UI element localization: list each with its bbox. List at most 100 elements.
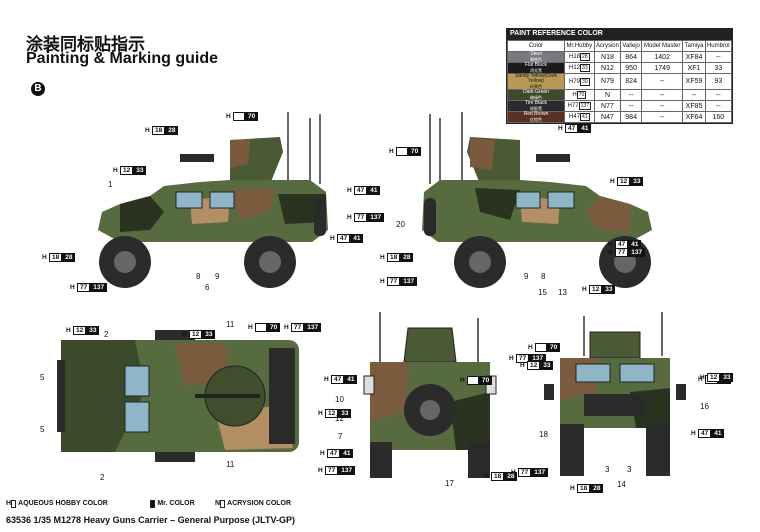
callout-hobby-number: 18: [387, 253, 401, 262]
callout-hobby-number: 47: [331, 375, 345, 384]
mr-color-number: 70: [576, 91, 587, 99]
callout-color-number: 70: [479, 376, 493, 385]
part-number: 7: [338, 432, 343, 441]
color-name: Dark Green: [523, 89, 549, 95]
callout-color-number: 70: [245, 112, 259, 121]
column-header: Humbrol: [704, 40, 733, 52]
vallejo-code: 824: [620, 73, 642, 90]
callout-letter: H: [318, 467, 323, 474]
callout-color-number: 41: [350, 234, 364, 243]
callout-letter: H: [248, 324, 253, 331]
part-number: 5: [40, 373, 45, 382]
callout-letter: H: [700, 374, 705, 381]
legend-mr-color: Mr. COLOR: [150, 500, 195, 508]
color-name: Flat Black: [525, 62, 547, 68]
callout-hobby-number: 12: [707, 373, 721, 382]
callout-letter: H: [324, 376, 329, 383]
callout-hobby-number: 77: [615, 248, 629, 257]
callout-color-number: 28: [400, 253, 414, 262]
legend-h-label: AQUEOUS HOBBY COLOR: [18, 500, 108, 507]
callout-color-number: 28: [165, 126, 179, 135]
callout-color-number: 137: [338, 466, 356, 475]
part-number: 15: [538, 288, 547, 297]
callout-letter: H: [284, 324, 289, 331]
callout-color-number: 70: [267, 323, 281, 332]
callout-color-number: 41: [711, 429, 725, 438]
callout-letter: H: [226, 113, 231, 120]
column-header: Vallejo: [620, 40, 642, 52]
part-number: 17: [445, 479, 454, 488]
tamiya-code: --: [682, 89, 706, 101]
modelmaster-code: --: [640, 100, 684, 112]
callout-hobby-number: 18: [49, 253, 63, 262]
callout-hobby-number: 77: [354, 213, 368, 222]
humbrol-code: --: [704, 100, 733, 112]
paint-reference-title: PAINT REFERENCE COLOR: [507, 29, 732, 40]
callout-hobby-number: 47: [327, 449, 341, 458]
part-number: 16: [700, 402, 709, 411]
callout-hobby-number: 12: [527, 361, 541, 370]
part-number: 18: [539, 430, 548, 439]
acrysion-code: N77: [593, 100, 622, 112]
mr-color-number: 28: [580, 53, 590, 61]
part-number: 8: [541, 272, 546, 281]
callout-hobby-number: 12: [120, 166, 134, 175]
tamiya-code: XF1: [682, 62, 706, 74]
callout-hobby-number: 12: [617, 177, 631, 186]
part-number: 13: [558, 288, 567, 297]
callout-hobby-number: [396, 147, 408, 156]
callout-color-number: 137: [304, 323, 322, 332]
callout-letter: H: [320, 450, 325, 457]
color-name: Red Brown: [523, 111, 549, 117]
callout-hobby-number: 47: [565, 124, 579, 133]
tamiya-code: XF85: [682, 100, 706, 112]
callout-hobby-number: [535, 343, 547, 352]
part-number: 3: [627, 465, 632, 474]
modelmaster-code: --: [640, 89, 684, 101]
column-header: Tamiya: [682, 40, 706, 52]
column-header: Model Master: [640, 40, 684, 52]
paint-reference-table: PAINT REFERENCE COLOR Color Mr.Hobby Acr…: [506, 28, 733, 124]
humbrol-code: 93: [704, 73, 733, 90]
callout-color-number: 137: [90, 283, 108, 292]
color-name: Tire Black: [524, 100, 548, 106]
part-number: 6: [205, 283, 210, 292]
part-number: 9: [215, 272, 220, 281]
legend-n-symbol: N: [215, 500, 221, 507]
callout-letter: H: [610, 178, 615, 185]
callout-letter: H: [113, 167, 118, 174]
legend-n-label: ACRYSION COLOR: [227, 500, 292, 507]
page-title-chinese: 涂装同标贴指示: [26, 35, 145, 55]
callout-color-number: 70: [547, 343, 561, 352]
color-name-cn: 红棕色: [530, 117, 542, 122]
callout-color-number: 41: [578, 124, 592, 133]
vehicle-side-right-view: [422, 112, 652, 288]
legend-acrysion: N ACRYSION COLOR: [215, 500, 291, 508]
paint-callout: H 70: [248, 323, 281, 332]
